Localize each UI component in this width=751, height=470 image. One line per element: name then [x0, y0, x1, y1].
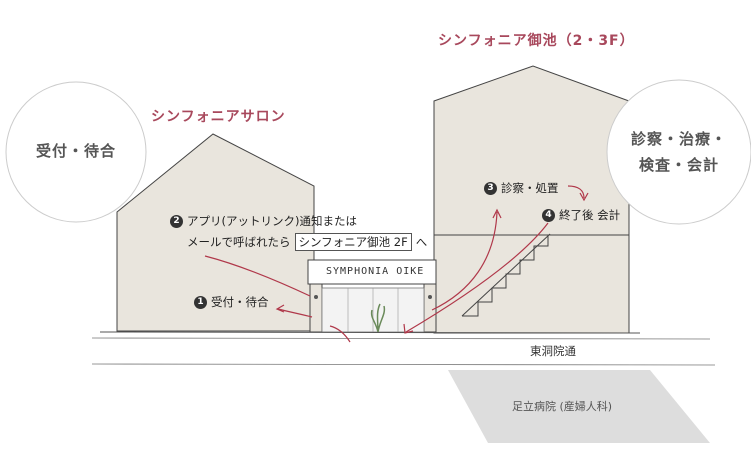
hospital-label: 足立病院 (産婦人科) — [512, 400, 613, 413]
arrowhead — [403, 323, 414, 334]
entrance-sign: SYMPHONIA OIKE — [326, 266, 425, 277]
step-3-label: 診察・処置 — [501, 181, 559, 195]
step-2-line-2-before: メールで呼ばれたら — [187, 235, 291, 249]
arrowhead — [492, 208, 502, 219]
road-line-bottom — [91, 363, 716, 366]
plant — [370, 303, 386, 333]
arrow-entry — [329, 325, 351, 343]
entrance-left-pillar — [309, 283, 323, 333]
arrow-to-exam — [431, 211, 498, 311]
lamp — [314, 295, 318, 299]
arrowhead — [579, 192, 589, 202]
step-1-label: 受付・待合 — [211, 295, 269, 309]
step-1-number: 1 — [194, 295, 207, 309]
salon-building — [116, 133, 315, 332]
lamp — [428, 295, 432, 299]
ground-line — [99, 331, 641, 334]
arrowhead — [275, 304, 285, 313]
step-1: 1 受付・待合 — [194, 294, 269, 310]
step-2-number: 2 — [170, 214, 183, 228]
step-2: 2 アプリ(アットリンク)通知または — [170, 213, 357, 229]
circle-right-line-2: 検査・会計 — [638, 156, 719, 174]
arrow-exit — [405, 222, 549, 333]
step-2-destination-box: シンフォニア御池 2F — [294, 233, 412, 251]
arrow-to-reception — [277, 308, 313, 318]
main-title: シンフォニア御池（2・3F） — [438, 33, 635, 49]
circle-left-line: 受付・待合 — [35, 142, 116, 160]
entrance-canopy — [307, 259, 437, 285]
circle-left-text: 受付・待合 — [6, 138, 146, 164]
main-building — [433, 65, 630, 334]
road-label: 東洞院通 — [530, 344, 576, 358]
circle-left — [5, 81, 147, 223]
hospital-block — [448, 370, 710, 443]
step-3-number: 3 — [484, 181, 497, 195]
circle-right-line-1: 診察・治療・ — [630, 130, 727, 148]
step-3: 3 診察・処置 — [484, 180, 559, 196]
step-2-line-2-after: へ — [415, 235, 428, 249]
stairs-diagonal — [461, 233, 551, 317]
circle-right — [606, 79, 751, 225]
step-4: 4 終了後 会計 — [542, 207, 620, 223]
entrance-right-pillar — [423, 283, 437, 333]
step-2-line-2: メールで呼ばれたら シンフォニア御池 2F へ — [187, 233, 427, 251]
step-2-line-1: アプリ(アットリンク)通知または — [187, 214, 357, 228]
road-line-top — [91, 337, 711, 340]
salon-title: シンフォニアサロン — [151, 109, 286, 125]
step-4-label: 終了後 会計 — [559, 208, 621, 222]
arrow-exam-to-payment — [567, 185, 585, 199]
circle-right-text: 診察・治療・ 検査・会計 — [607, 126, 751, 178]
step-4-number: 4 — [542, 208, 555, 222]
stairs — [462, 235, 549, 317]
arrow-from-salon — [204, 255, 311, 297]
